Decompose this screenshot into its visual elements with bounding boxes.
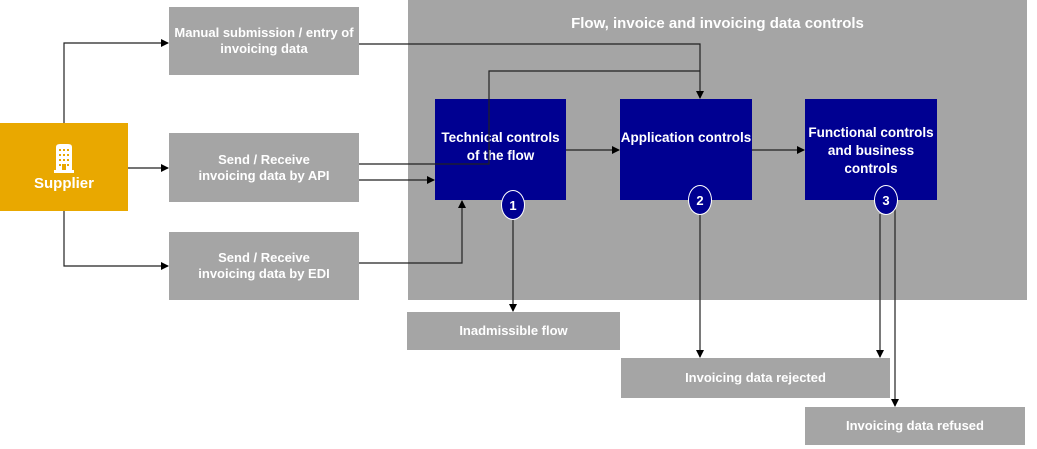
step-badge-3: 3	[874, 185, 898, 215]
panel-title: Flow, invoice and invoicing data control…	[571, 15, 864, 32]
control-technical-label: Technical controls of the flow	[441, 130, 560, 163]
control-functional-label: Functional controls and business control…	[808, 125, 934, 176]
outcome-refused-label: Invoicing data refused	[846, 418, 984, 433]
outcome-inadmissible: Inadmissible flow	[407, 312, 620, 350]
channel-api-label: Send / Receive invoicing data by API	[198, 151, 330, 183]
channel-manual: Manual submission / entry of invoicing d…	[169, 7, 359, 75]
outcome-rejected-label: Invoicing data rejected	[685, 370, 826, 385]
arrow-supplier-manual	[63, 39, 169, 123]
channel-api: Send / Receive invoicing data by API	[169, 133, 359, 202]
step-badge-2: 2	[688, 185, 712, 215]
channel-edi: Send / Receive invoicing data by EDI	[169, 232, 359, 300]
outcome-inadmissible-label: Inadmissible flow	[459, 323, 568, 338]
channel-manual-label: Manual submission / entry of invoicing d…	[174, 25, 354, 56]
step-badge-1: 1	[501, 190, 525, 220]
channel-edi-label: Send / Receive invoicing data by EDI	[198, 250, 330, 281]
supplier-label: Supplier	[33, 174, 94, 192]
outcome-refused: Invoicing data refused	[805, 407, 1025, 445]
supplier-node: Supplier	[0, 123, 128, 211]
control-application-label: Application controls	[620, 130, 752, 145]
arrow-supplier-edi	[63, 211, 169, 270]
outcome-rejected: Invoicing data rejected	[621, 358, 890, 398]
control-technical: Technical controls of the flow	[435, 99, 566, 200]
control-application: Application controls	[620, 99, 752, 200]
building-icon	[54, 143, 74, 173]
control-functional: Functional controls and business control…	[805, 99, 937, 200]
